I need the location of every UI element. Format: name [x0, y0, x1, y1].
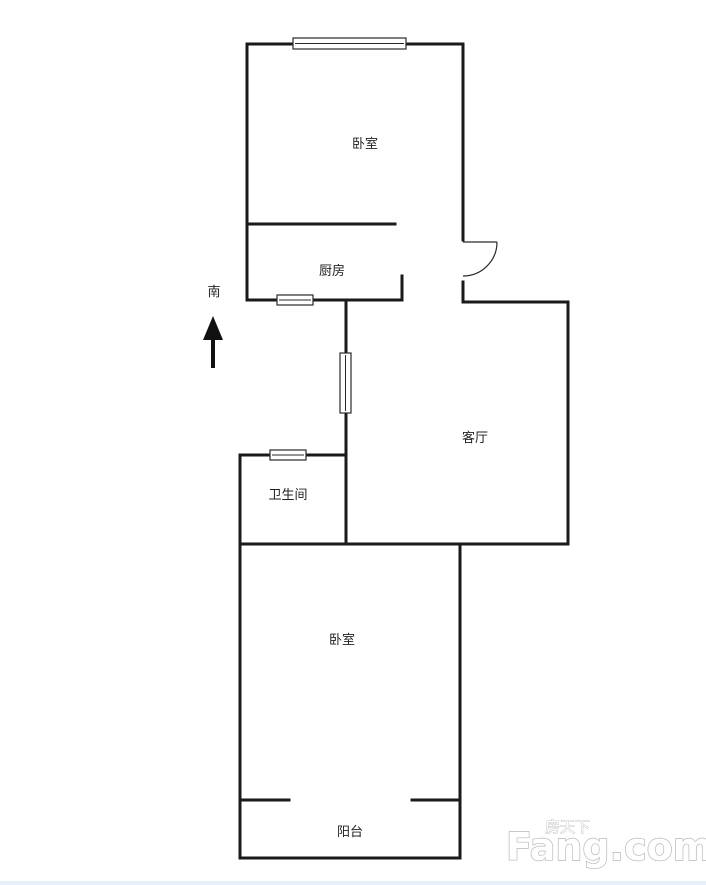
room-label-balcony: 阳台: [337, 825, 363, 840]
room-label-bedroom-south: 卧室: [329, 632, 355, 648]
walls: [238, 42, 570, 860]
fang-logo-watermark: 房天下 Fang.com: [505, 818, 706, 870]
window-bathroom: [269, 449, 307, 461]
bottom-strip: [0, 881, 706, 885]
watermark-chinese: 房天下: [545, 818, 590, 836]
room-label-living-room: 客厅: [462, 430, 488, 446]
window-bedroom-north: [292, 37, 407, 50]
window-living-left: [339, 352, 352, 414]
entry-door: [462, 241, 498, 277]
room-label-kitchen: 厨房: [319, 263, 345, 279]
arrow-up-icon: [203, 316, 223, 368]
window-kitchen: [276, 294, 314, 306]
room-label-bedroom-north: 卧室: [352, 136, 378, 152]
compass-label: 南: [207, 284, 220, 300]
room-label-bathroom: 卫生间: [268, 488, 307, 503]
watermark-english: Fang.com: [506, 825, 706, 869]
